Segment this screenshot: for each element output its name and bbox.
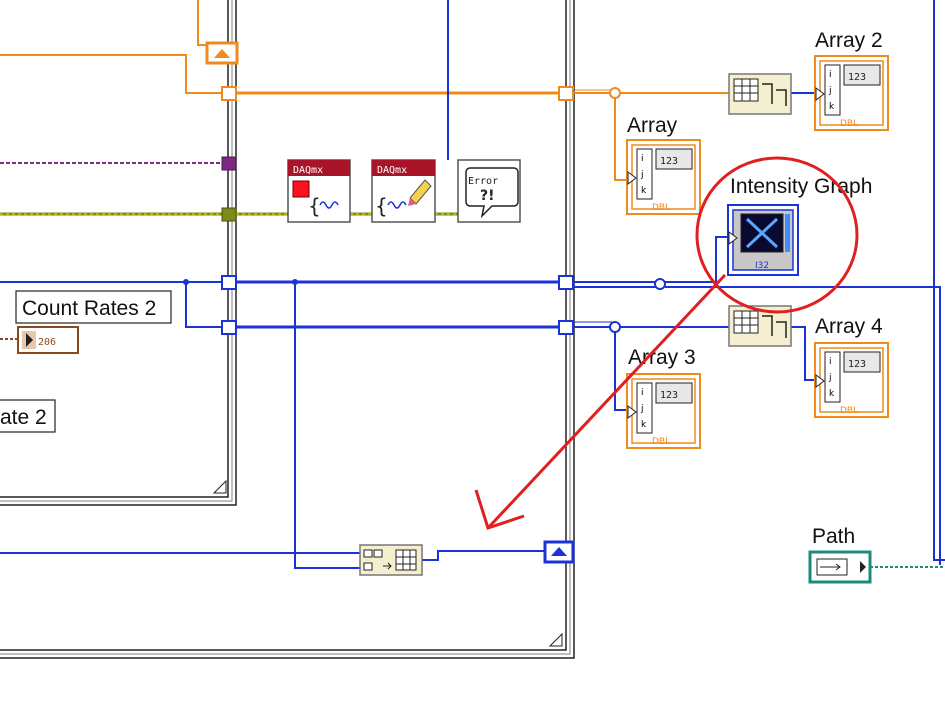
numeric-type: 123 [848, 72, 866, 83]
annotation [474, 156, 859, 530]
numeric-type: 123 [660, 390, 678, 401]
svg-text:i: i [829, 70, 832, 80]
svg-text:j: j [828, 86, 832, 96]
array-4-indicator[interactable]: Array 4 123 ijk DBL [814, 315, 889, 418]
wire-junction [654, 278, 666, 290]
daqmx-tag: DAQmx [293, 165, 323, 176]
array-indicator[interactable]: Array 123 ijk DBL [626, 114, 701, 215]
array-2-label: Array 2 [815, 29, 883, 52]
orange-wires [0, 0, 730, 181]
error-dialog-icon[interactable]: Error ?! [457, 159, 521, 223]
outer-loop-frame [0, 0, 575, 659]
dbl-type: DBL [652, 437, 670, 447]
count-rates-2-terminal[interactable]: Count Rates 2 206 [15, 290, 172, 354]
intensity-graph-indicator[interactable]: Intensity Graph I32 [727, 175, 872, 276]
dbl-type: DBL [840, 119, 858, 129]
count-constant: 206 [38, 337, 56, 348]
svg-text:{: { [375, 194, 388, 218]
svg-text:j: j [640, 404, 644, 414]
intensity-graph-label: Intensity Graph [730, 175, 872, 198]
daqmx-stop-icon[interactable]: DAQmx { [287, 159, 351, 223]
triangle-up-icon[interactable] [543, 540, 575, 564]
highlight-circle [695, 156, 859, 314]
error-text: Error [468, 176, 498, 187]
path-label: Path [812, 525, 855, 548]
numeric-type: 123 [660, 156, 678, 167]
svg-text:i: i [829, 357, 832, 367]
arrowhead [474, 489, 525, 530]
error-symbol: ?! [480, 188, 495, 204]
array-label: Array [627, 114, 678, 137]
array-2-indicator[interactable]: Array 2 123 ijk DBL [814, 29, 889, 131]
svg-text:k: k [641, 420, 647, 430]
rate-2-label: ate 2 [0, 399, 56, 433]
wire-junction [183, 279, 189, 285]
build-array-icon[interactable] [359, 544, 423, 576]
tunnels [221, 86, 574, 335]
dbl-type: DBL [652, 203, 670, 213]
rate-2-text: ate 2 [0, 406, 47, 429]
path-indicator[interactable]: Path [808, 525, 872, 584]
blue-wires [0, 0, 945, 569]
svg-text:{: { [308, 194, 321, 218]
path-icon [808, 550, 872, 584]
numeric-type: 123 [848, 359, 866, 370]
svg-text:j: j [640, 170, 644, 180]
count-rates-2-label: Count Rates 2 [22, 297, 156, 320]
reshape-array-icon[interactable] [728, 305, 792, 347]
svg-text:i: i [641, 154, 644, 164]
svg-text:k: k [641, 186, 647, 196]
reshape-array-icon[interactable] [728, 73, 792, 115]
array-3-label: Array 3 [628, 346, 696, 369]
svg-text:k: k [829, 389, 835, 399]
i32-type: I32 [755, 261, 769, 271]
svg-text:k: k [829, 102, 835, 112]
wire-junction [292, 279, 298, 285]
triangle-up-icon[interactable] [205, 41, 239, 65]
daqmx-tag: DAQmx [377, 165, 407, 176]
daqmx-clear-icon[interactable]: DAQmx { [371, 159, 436, 223]
dbl-type: DBL [840, 406, 858, 416]
svg-text:j: j [828, 373, 832, 383]
annotation-arrow [486, 273, 727, 530]
wire-junction [609, 321, 621, 333]
wire-junction [609, 87, 621, 99]
array-3-indicator[interactable]: Array 3 123 ijk DBL [626, 346, 701, 449]
svg-text:i: i [641, 388, 644, 398]
array-4-label: Array 4 [815, 315, 883, 338]
